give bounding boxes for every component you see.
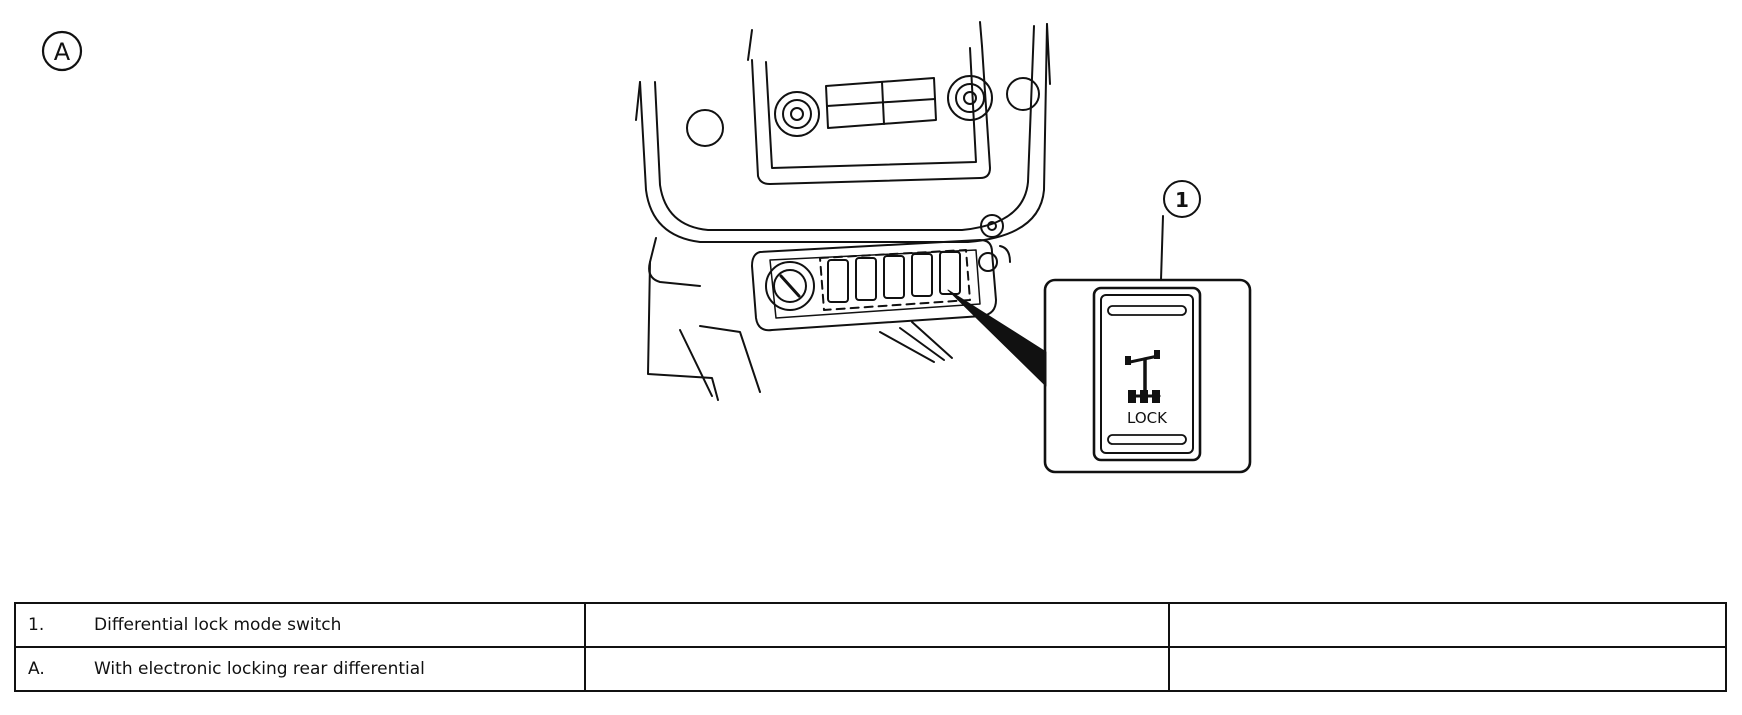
part-callout-1: 1 bbox=[1160, 180, 1201, 281]
legend-description: Differential lock mode switch bbox=[94, 615, 342, 635]
legend-empty-cell bbox=[1168, 646, 1727, 692]
legend-cell: A. With electronic locking rear different… bbox=[14, 646, 586, 692]
legend-table: 1. Differential lock mode switch A. With e… bbox=[14, 602, 1727, 692]
part-callout-1-label: 1 bbox=[1175, 188, 1189, 212]
legend-cell: 1. Differential lock mode switch bbox=[14, 602, 586, 648]
diff-lock-symbol-icon bbox=[1125, 350, 1161, 403]
table-row: A. With electronic locking rear different… bbox=[14, 646, 1727, 692]
legend-key: 1. bbox=[28, 615, 45, 635]
legend-key: A. bbox=[28, 659, 45, 679]
view-callout-a-label: A bbox=[54, 38, 71, 66]
legend-empty-cell bbox=[584, 602, 1170, 648]
legend-empty-cell bbox=[584, 646, 1170, 692]
switch-lock-label: LOCK bbox=[1127, 409, 1168, 427]
detail-leader-wedge bbox=[947, 289, 1047, 387]
legend-empty-cell bbox=[1168, 602, 1727, 648]
table-row: 1. Differential lock mode switch bbox=[14, 602, 1727, 648]
differential-lock-switch-detail: LOCK bbox=[1043, 278, 1252, 474]
center-console-illustration: A bbox=[41, 21, 1252, 474]
legend-description: With electronic locking rear differentia… bbox=[94, 659, 425, 679]
view-callout-a: A bbox=[41, 30, 83, 72]
dashboard-housing bbox=[635, 21, 1051, 243]
